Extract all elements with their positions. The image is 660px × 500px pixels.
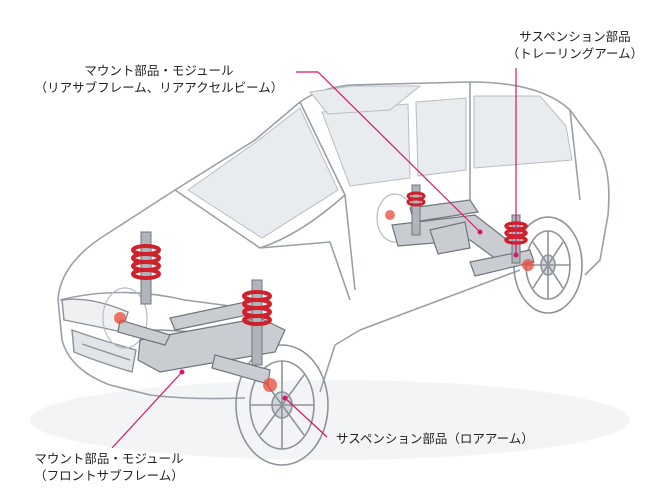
callout-line-suspension-front xyxy=(284,397,328,438)
label-suspension-front: サスペンション部品（ロアアーム） xyxy=(336,430,534,447)
label-mount-front-line1: マウント部品・モジュール xyxy=(34,451,184,466)
front-left-spring xyxy=(131,231,161,305)
label-mount-front: マウント部品・モジュール （フロントサブフレーム） xyxy=(14,450,204,484)
label-suspension-rear-line2: （トレーリングアーム） xyxy=(506,46,644,61)
label-suspension-front-line1: サスペンション部品（ロアアーム） xyxy=(336,431,534,446)
label-mount-front-line2: （フロントサブフレーム） xyxy=(34,468,184,483)
rear-left-spring xyxy=(406,184,426,236)
front-right-spring xyxy=(242,279,272,366)
ground-shadow xyxy=(30,380,630,460)
label-mount-rear: マウント部品・モジュール （リアサブフレーム、リアアクセルビーム） xyxy=(14,62,304,96)
rear-wheel xyxy=(513,216,583,314)
label-suspension-rear-line1: サスペンション部品 xyxy=(519,29,631,44)
callout-line-mount-rear xyxy=(296,71,481,233)
front-wheel xyxy=(235,344,329,466)
highlighted-parts xyxy=(114,210,534,392)
front-subframe xyxy=(117,299,286,385)
car-windows xyxy=(187,85,573,239)
label-mount-rear-line2: （リアサブフレーム、リアアクセルビーム） xyxy=(34,80,284,95)
label-mount-rear-line1: マウント部品・モジュール xyxy=(84,63,234,78)
callout-line-mount-front xyxy=(111,371,183,449)
rear-subframe xyxy=(391,199,535,277)
label-suspension-rear: サスペンション部品 （トレーリングアーム） xyxy=(495,28,655,62)
callout-lines xyxy=(111,68,517,449)
callout-points xyxy=(179,229,519,401)
front-left-wheel-hint xyxy=(102,287,148,349)
